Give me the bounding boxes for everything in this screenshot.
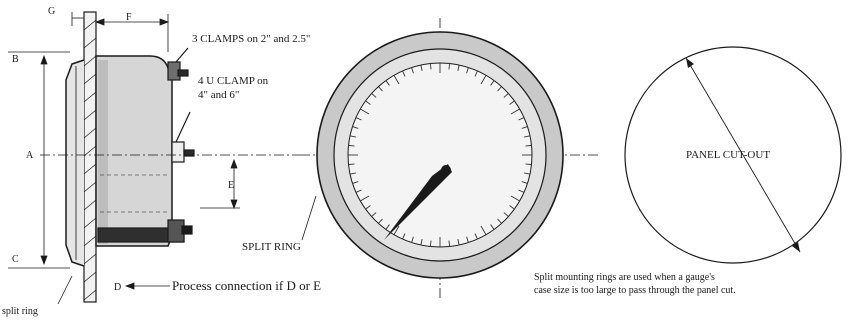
dial-tick <box>365 205 371 210</box>
side-view <box>40 11 300 303</box>
dim-label-d: D <box>114 282 121 293</box>
dial-tick <box>480 225 487 235</box>
label-split-ring: SPLIT RING <box>242 241 301 253</box>
case-shadow <box>98 60 108 244</box>
panel-plate <box>83 11 97 303</box>
dial-tick <box>509 100 515 105</box>
dial-tick <box>466 67 469 74</box>
cutout-diameter-line <box>685 57 801 253</box>
needle-hub <box>441 165 451 175</box>
dial-tick <box>521 126 528 129</box>
dial-tick <box>457 239 460 246</box>
top-clamp <box>167 47 189 81</box>
label-process-connection: Process connection if D or E <box>172 278 321 293</box>
dial-tick <box>378 86 383 92</box>
dial-tick <box>355 189 362 193</box>
dial-tick <box>352 126 359 129</box>
label-clamps-top: 3 CLAMPS on 2" and 2.5" <box>192 33 310 45</box>
dial-tick <box>510 195 520 202</box>
dial-tick <box>490 224 495 230</box>
note-line-1: Split mounting rings are used when a gau… <box>534 272 715 283</box>
dim-label-b: B <box>12 54 19 65</box>
dimensions <box>8 12 240 305</box>
label-split-ring-small: split ring <box>2 306 38 317</box>
dim-label-c: C <box>12 254 19 265</box>
dial-tick <box>521 181 528 184</box>
dial-tick <box>402 233 406 240</box>
dial-tick <box>474 233 478 240</box>
dial-tick <box>420 239 423 246</box>
dial-tick <box>402 70 406 77</box>
cutout-arrow-top <box>686 58 694 68</box>
cutout-arrow-bottom <box>792 242 800 252</box>
gauge-needle <box>384 164 452 240</box>
label-clamp-mid-2: 4" and 6" <box>198 89 239 101</box>
dial-tick <box>348 163 355 166</box>
dial-tick <box>524 172 531 175</box>
dial-tick <box>474 70 478 77</box>
dial-tick <box>448 63 451 70</box>
dial-tick <box>497 218 502 224</box>
dial-tick <box>365 100 371 105</box>
label-clamp-mid-1: 4 U CLAMP on <box>198 75 269 87</box>
dial-tick <box>411 236 414 243</box>
dial-tick <box>480 75 487 85</box>
front-bezel <box>65 59 85 267</box>
dial-tick <box>385 80 390 86</box>
dial-tick <box>510 108 520 115</box>
dim-label-a: A <box>26 150 34 161</box>
cutout-view <box>624 46 842 264</box>
dial-tick <box>509 205 515 210</box>
dial-tick <box>349 172 356 175</box>
dial-tick <box>378 218 383 224</box>
label-panel-cutout: PANEL CUT-OUT <box>686 149 770 161</box>
dial-tick <box>466 236 469 243</box>
dial-tick <box>360 195 370 202</box>
dim-label-g: G <box>48 6 55 17</box>
gauge-dial <box>347 62 533 248</box>
dial-tick <box>355 117 362 121</box>
dial-tick <box>518 189 525 193</box>
dial-tick <box>352 181 359 184</box>
dial-ticks <box>348 63 532 247</box>
bottom-clamp <box>97 219 193 243</box>
dial-tick <box>429 240 432 247</box>
dial-tick <box>457 64 460 71</box>
panel-hatching <box>83 19 97 301</box>
front-view <box>300 18 600 300</box>
dial-tick <box>385 224 390 230</box>
dial-tick <box>429 63 432 70</box>
panel-cutout-circle <box>624 46 842 264</box>
dial-tick <box>371 212 377 217</box>
dial-tick <box>348 144 355 147</box>
dial-tick <box>524 135 531 138</box>
dial-tick <box>503 212 509 217</box>
dial-tick <box>490 80 495 86</box>
dial-tick <box>518 117 525 121</box>
dial-tick <box>411 67 414 74</box>
dial-tick <box>371 93 377 98</box>
dial-tick <box>393 225 400 235</box>
dial-tick <box>349 135 356 138</box>
dial-tick <box>448 240 451 247</box>
dim-label-e: E <box>228 180 234 191</box>
middle-clamp <box>171 111 195 163</box>
dim-label-f: F <box>126 12 132 23</box>
dial-tick <box>503 93 509 98</box>
dial-tick <box>393 75 400 85</box>
dial-tick <box>497 86 502 92</box>
dial-tick <box>525 163 532 166</box>
dial-tick <box>525 144 532 147</box>
dial-tick <box>360 108 370 115</box>
note-line-2: case size is too large to pass through t… <box>534 285 736 296</box>
dial-tick <box>420 64 423 71</box>
split-ring-leader <box>301 195 317 241</box>
